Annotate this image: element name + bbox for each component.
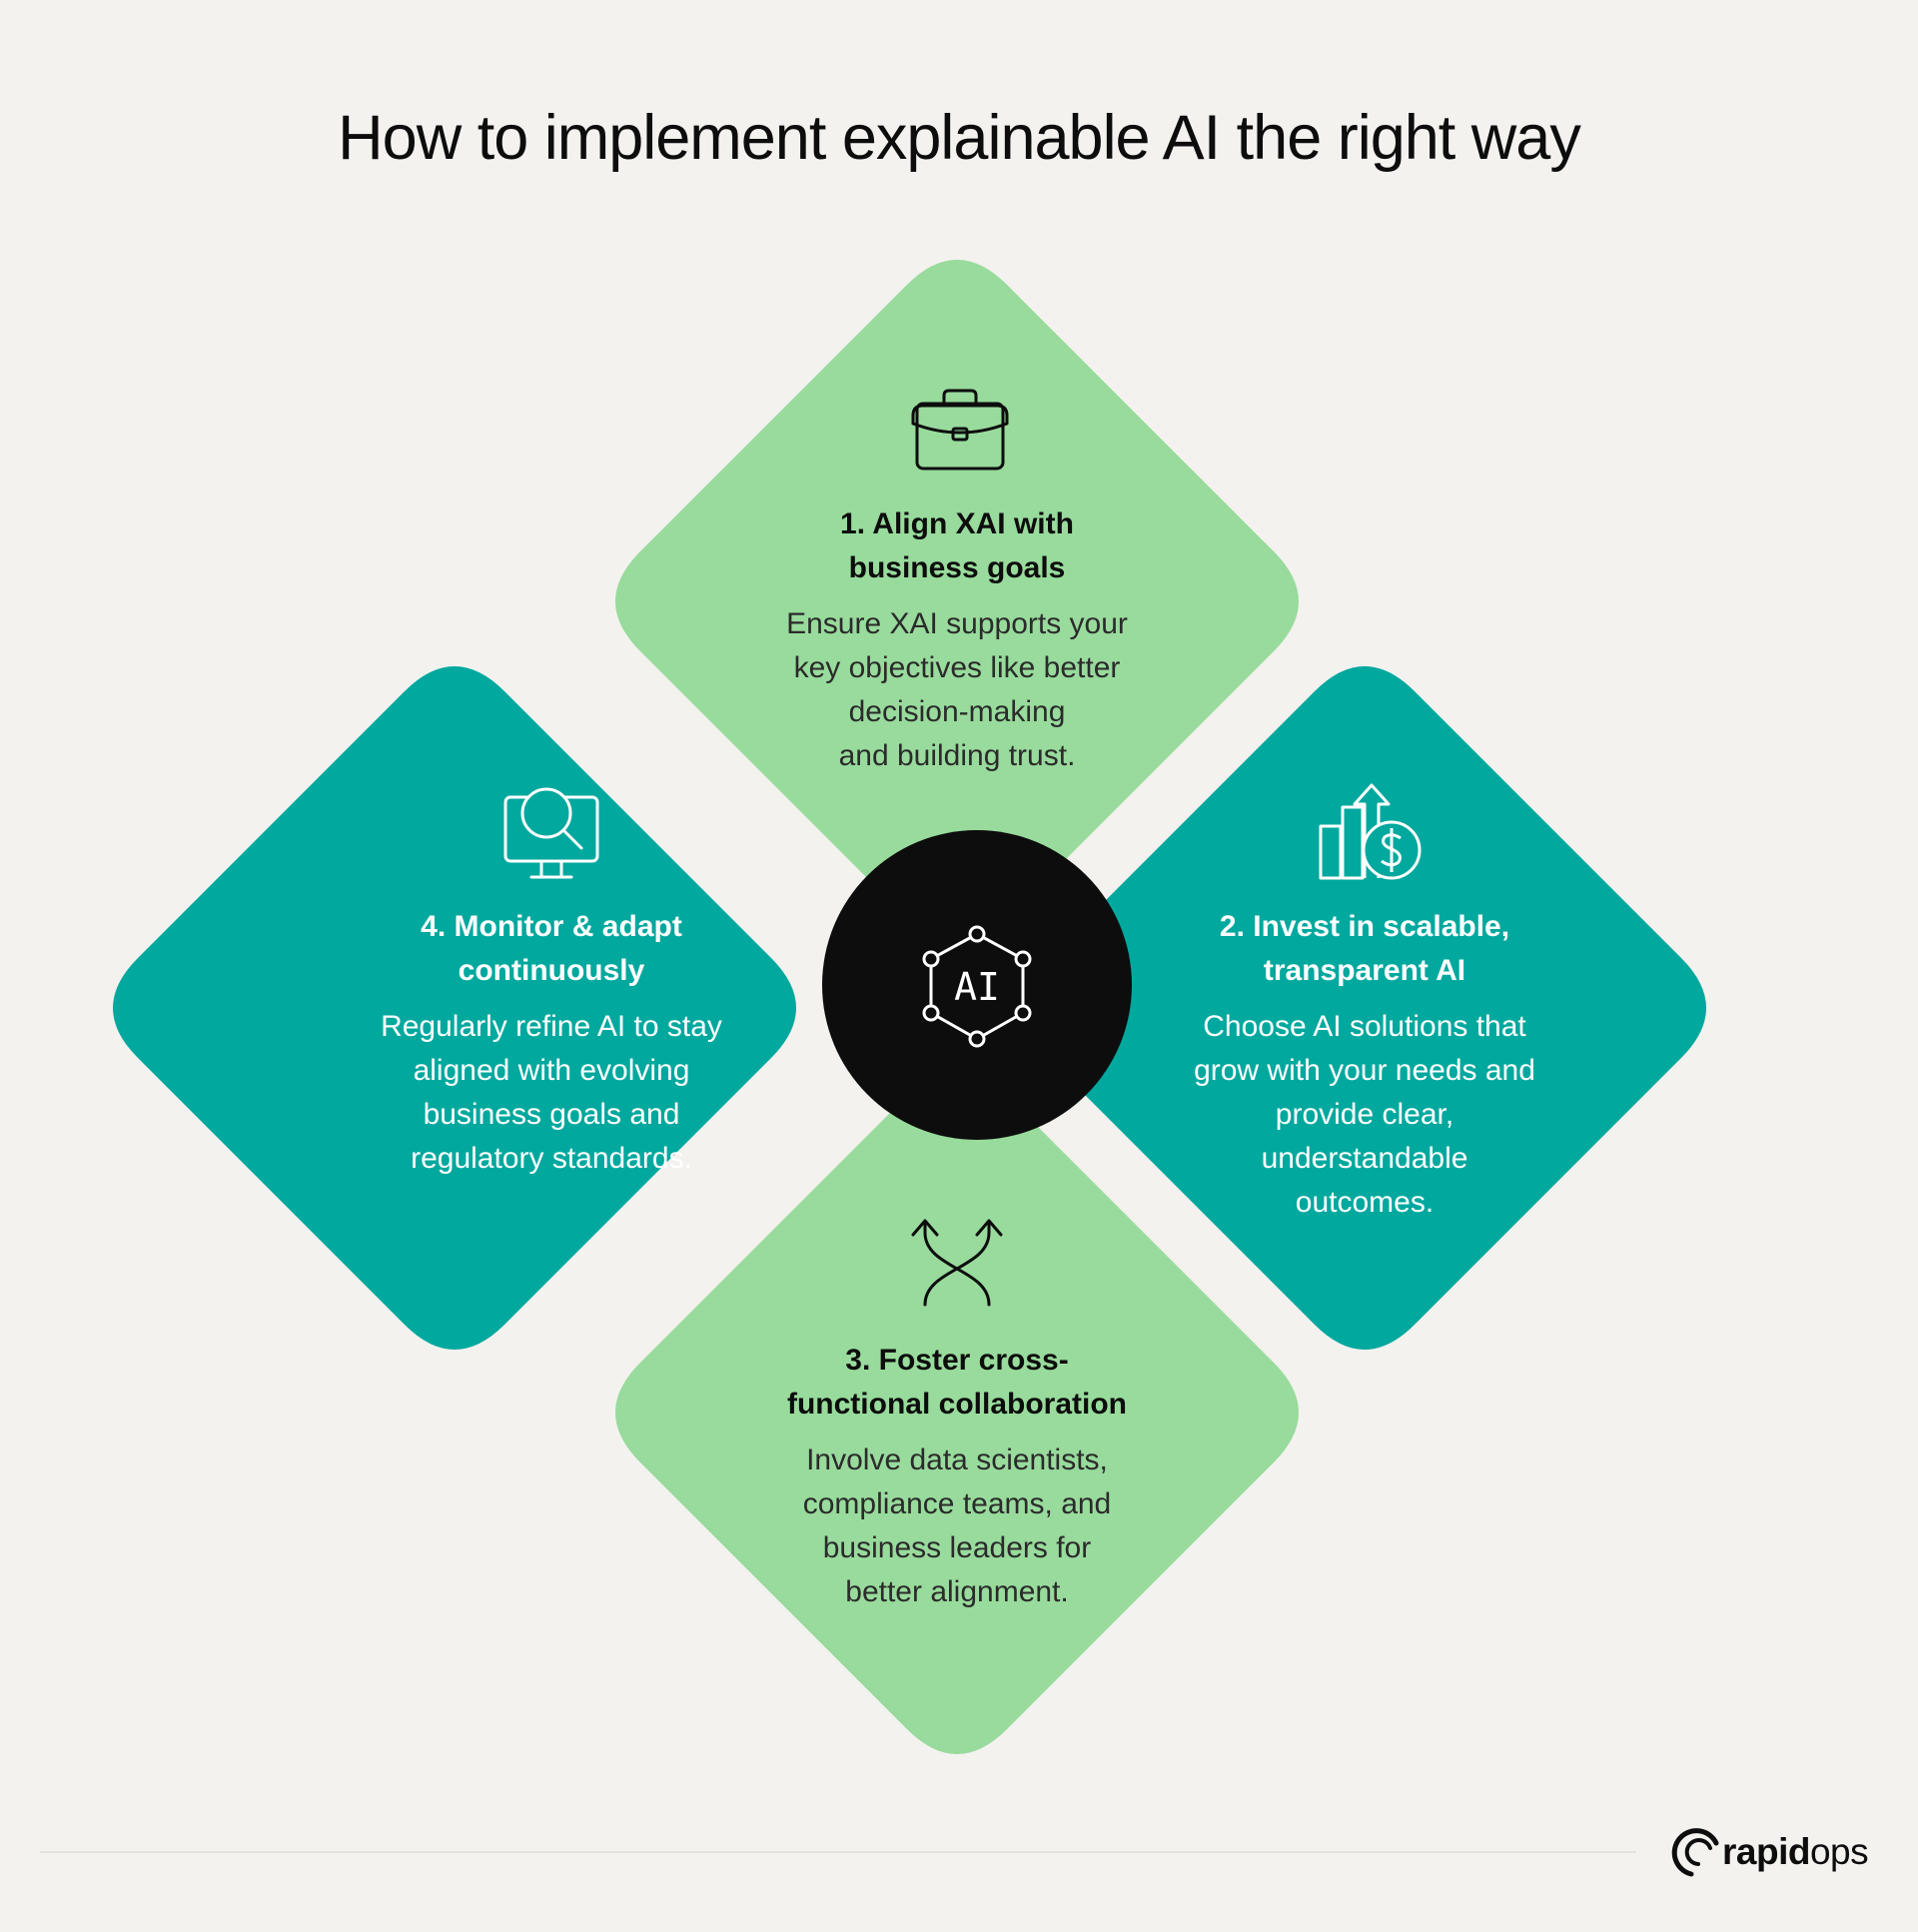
step-2-desc-line: Choose AI solutions that — [1203, 1010, 1526, 1043]
step-2-title: 2. Invest in scalable, transparent AI — [1165, 905, 1564, 993]
logo-wordmark: rapidops — [1722, 1831, 1869, 1873]
step-1-desc-line: decision-making — [848, 695, 1066, 728]
step-1-title-line: business goals — [848, 551, 1066, 584]
step-4-desc-line: regulatory standards. — [411, 1142, 692, 1175]
step-4-card: 4. Monitor & adapt continuously Regularl… — [352, 905, 751, 1181]
step-1-desc-line: and building trust. — [838, 739, 1076, 772]
step-4-desc-line: business goals and — [423, 1098, 680, 1131]
step-2-description: Choose AI solutions that grow with your … — [1165, 1005, 1564, 1225]
diamond-step-1 — [615, 260, 1299, 943]
ai-network-hexagon-icon — [922, 925, 1032, 1048]
step-1-desc-line: Ensure XAI supports your — [786, 607, 1128, 640]
step-3-title-line: functional collaboration — [786, 1388, 1127, 1421]
step-4-title-line: 4. Monitor & adapt — [421, 910, 682, 943]
footer-divider — [40, 1851, 1636, 1853]
monitor-search-icon — [503, 787, 599, 879]
logo-word-regular: ops — [1809, 1831, 1869, 1872]
step-2-desc-line: understandable — [1261, 1142, 1468, 1175]
crossing-arrows-icon — [911, 1219, 1003, 1307]
step-3-title-line: 3. Foster cross- — [845, 1344, 1069, 1377]
page-title: How to implement explainable AI the righ… — [338, 103, 1581, 173]
step-3-card: 3. Foster cross- functional collaboratio… — [757, 1339, 1157, 1614]
rapidops-logo-icon — [1671, 1828, 1719, 1877]
logo-word-bold: rapid — [1722, 1831, 1810, 1872]
step-1-card: 1. Align XAI with business goals Ensure … — [757, 502, 1157, 778]
step-3-description: Involve data scientists, compliance team… — [757, 1439, 1157, 1614]
step-3-title: 3. Foster cross- functional collaboratio… — [757, 1339, 1157, 1427]
diamond-step-3 — [615, 1071, 1299, 1754]
step-1-title: 1. Align XAI with business goals — [757, 502, 1157, 590]
center-label: AI — [954, 965, 1000, 1009]
step-3-desc-line: better alignment. — [845, 1575, 1069, 1608]
center-circle — [822, 830, 1132, 1140]
step-4-title-line: continuously — [458, 954, 645, 987]
step-3-desc-line: Involve data scientists, — [806, 1444, 1108, 1476]
step-3-desc-line: compliance teams, and — [802, 1487, 1112, 1520]
briefcase-icon — [911, 389, 1009, 471]
step-2-desc-line: outcomes. — [1295, 1186, 1435, 1219]
step-4-title: 4. Monitor & adapt continuously — [352, 905, 751, 993]
step-1-title-line: 1. Align XAI with — [840, 507, 1074, 540]
step-2-title-line: transparent AI — [1263, 954, 1466, 987]
step-2-desc-line: provide clear, — [1275, 1098, 1454, 1131]
step-1-description: Ensure XAI supports your key objectives … — [757, 602, 1157, 778]
step-2-desc-line: grow with your needs and — [1194, 1054, 1535, 1087]
step-4-description: Regularly refine AI to stay aligned with… — [352, 1005, 751, 1181]
step-4-desc-line: Regularly refine AI to stay — [381, 1010, 722, 1043]
step-2-card: 2. Invest in scalable, transparent AI Ch… — [1165, 905, 1564, 1225]
step-1-desc-line: key objectives like better — [793, 651, 1121, 684]
step-4-desc-line: aligned with evolving — [413, 1054, 690, 1087]
growth-chart-dollar-icon — [1319, 783, 1422, 880]
brand-logo: rapidops — [1672, 1824, 1869, 1880]
diamond-step-4 — [113, 666, 796, 1350]
logo-mark-spacer — [1672, 1827, 1714, 1877]
step-2-title-line: 2. Invest in scalable, — [1219, 910, 1510, 943]
diamond-step-2 — [1023, 666, 1706, 1350]
step-3-desc-line: business leaders for — [822, 1531, 1092, 1564]
